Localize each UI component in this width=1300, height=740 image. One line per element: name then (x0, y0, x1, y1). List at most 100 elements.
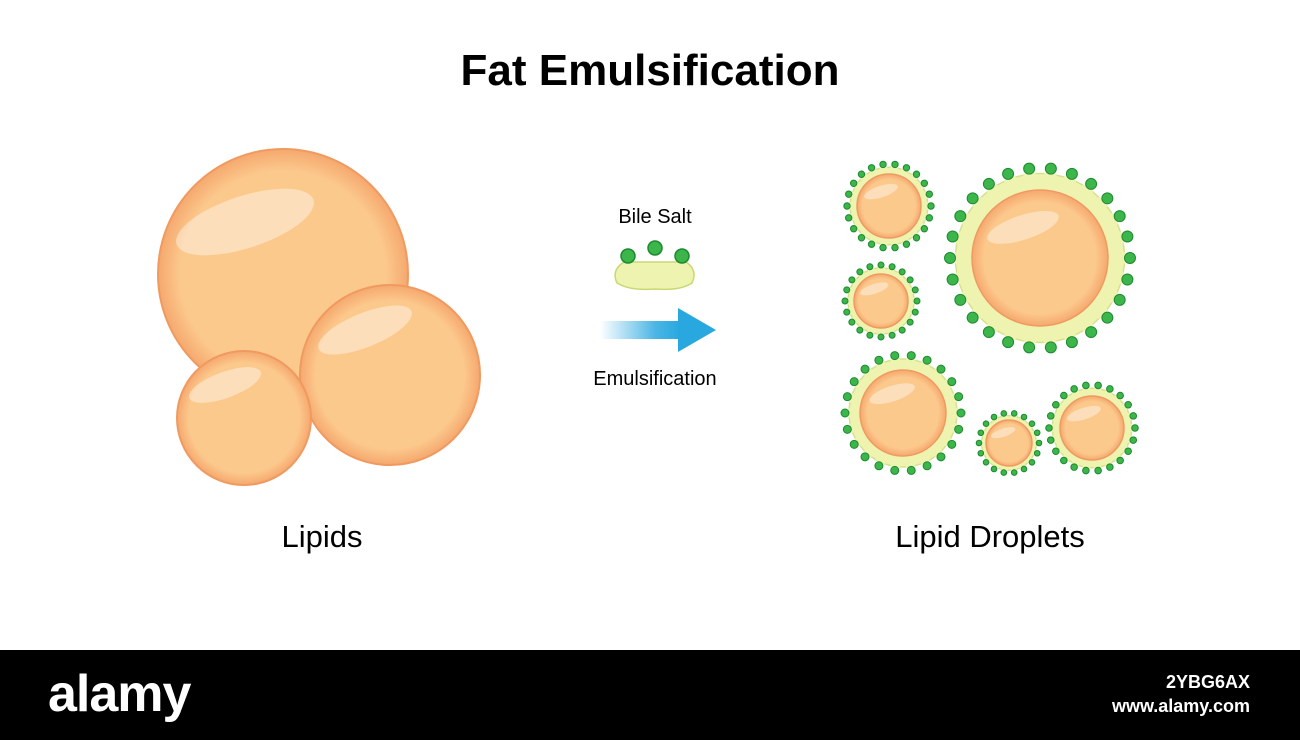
bile-salt-head (906, 276, 914, 284)
bile-salt-head (954, 210, 967, 223)
bile-salt-head (912, 234, 921, 242)
bile-salt-head (1065, 167, 1078, 180)
bile-salt-head (1052, 400, 1060, 409)
bile-salt-head (1085, 326, 1098, 339)
bile-salt-head (874, 461, 884, 471)
page-title: Fat Emulsification (460, 46, 840, 95)
bile-salt-head (922, 461, 932, 471)
bile-salt-head (874, 355, 884, 365)
bile-salt-head (912, 170, 921, 178)
bile-salt-head (857, 170, 866, 178)
bile-salt-head (1023, 341, 1036, 354)
bile-salt-head (954, 424, 964, 434)
bile-salt-head (848, 318, 856, 326)
bile-salt-head (947, 439, 957, 449)
bile-salt-head (982, 458, 990, 466)
image-code: 2YBG6AX (1165, 672, 1250, 692)
bile-salt-head (1002, 167, 1015, 180)
bile-salt-head (1060, 391, 1068, 400)
bile-salt-head (857, 234, 866, 242)
bile-salt-head (1010, 469, 1018, 476)
bile-salt-head (1033, 429, 1041, 437)
bile-salt-head (946, 230, 959, 243)
bile-salt-head (922, 355, 932, 365)
bile-salt-head (1028, 458, 1036, 466)
bile-salt-head (843, 308, 851, 316)
bile-salt-head (954, 293, 967, 306)
bile-salt-head (849, 225, 858, 233)
bile-salt-head (920, 225, 929, 233)
bile-salt-head (888, 263, 896, 271)
bile-salt-head (913, 297, 921, 305)
bile-salt-head (1121, 230, 1134, 243)
bile-salt-head (990, 465, 998, 473)
bile-salt-head (1044, 162, 1057, 175)
lipid-droplet (975, 410, 1043, 476)
lipid-droplets-label: Lipid Droplets (895, 519, 1085, 554)
bile-salt-head (1046, 412, 1055, 420)
bile-salt-head (906, 318, 914, 326)
bile-salt-head (898, 326, 906, 334)
lipid-droplet (840, 351, 966, 475)
bile-salt-head (954, 392, 964, 402)
bile-salt-head (902, 240, 911, 248)
brand-logo: alamy (48, 665, 191, 723)
bile-salt-head (849, 179, 858, 187)
lipid-globule (299, 284, 481, 466)
bile-salt-head (1106, 463, 1114, 471)
bile-salt-head (877, 261, 885, 269)
site-url: www.alamy.com (1111, 696, 1250, 716)
bile-salt-head (860, 452, 870, 462)
fat-emulsification-diagram (157, 148, 1139, 486)
bile-salt-head (1113, 293, 1126, 306)
bile-salt-head (890, 465, 900, 475)
bile-salt-head (982, 326, 995, 339)
bile-salt-head (920, 179, 929, 187)
bile-salt-head (867, 240, 876, 248)
bile-salt-head (975, 439, 983, 447)
lipids-group (157, 148, 481, 486)
bile-salt-head (944, 252, 956, 264)
bile-salt-head (1124, 447, 1132, 456)
bile-salt-head (1094, 466, 1102, 475)
bile-salt-head (925, 214, 933, 222)
bile-salt-head (1044, 341, 1057, 354)
bile-salt-head (936, 364, 946, 374)
bile-salt-head (927, 202, 935, 210)
emulsification-label: Emulsification (593, 368, 717, 390)
bile-salt-head (845, 190, 853, 198)
bile-salt-head (1033, 449, 1041, 457)
bile-salt-head (898, 268, 906, 276)
emulsification-arrow-icon (600, 308, 716, 352)
bile-salt-head (1020, 465, 1028, 473)
bile-salt-head (1116, 391, 1124, 400)
lipid-droplets-group (840, 160, 1139, 476)
bile-salt-head (890, 351, 900, 361)
bile-salt-head (1116, 456, 1124, 465)
bile-salt-head (888, 331, 896, 339)
bile-salt-head (1023, 162, 1036, 175)
lipid-droplet (1045, 381, 1139, 475)
bile-salt-head (936, 452, 946, 462)
bile-salt-head (891, 160, 899, 169)
bile-salt-head (966, 192, 979, 205)
bile-salt-head (1101, 311, 1114, 324)
lipid-droplet (841, 261, 921, 341)
bile-salt-head (1035, 439, 1043, 447)
bile-salt-head (1085, 177, 1098, 190)
bile-salt-head (1000, 469, 1008, 476)
bile-salt-head (1002, 336, 1015, 349)
bile-salt-head (891, 243, 899, 252)
bile-salt-head (911, 308, 919, 316)
bile-salt-head (956, 408, 966, 418)
bile-salt-head (877, 333, 885, 341)
bile-salt-head (856, 268, 864, 276)
bile-salt-head (848, 276, 856, 284)
bile-salt-head (843, 286, 851, 294)
bile-salt-head (849, 439, 859, 449)
bile-salt-head (879, 243, 887, 252)
bile-salt-head (1113, 210, 1126, 223)
bile-salt-head (990, 413, 998, 421)
bile-salt-head (982, 420, 990, 428)
bile-salt-head (866, 331, 874, 339)
